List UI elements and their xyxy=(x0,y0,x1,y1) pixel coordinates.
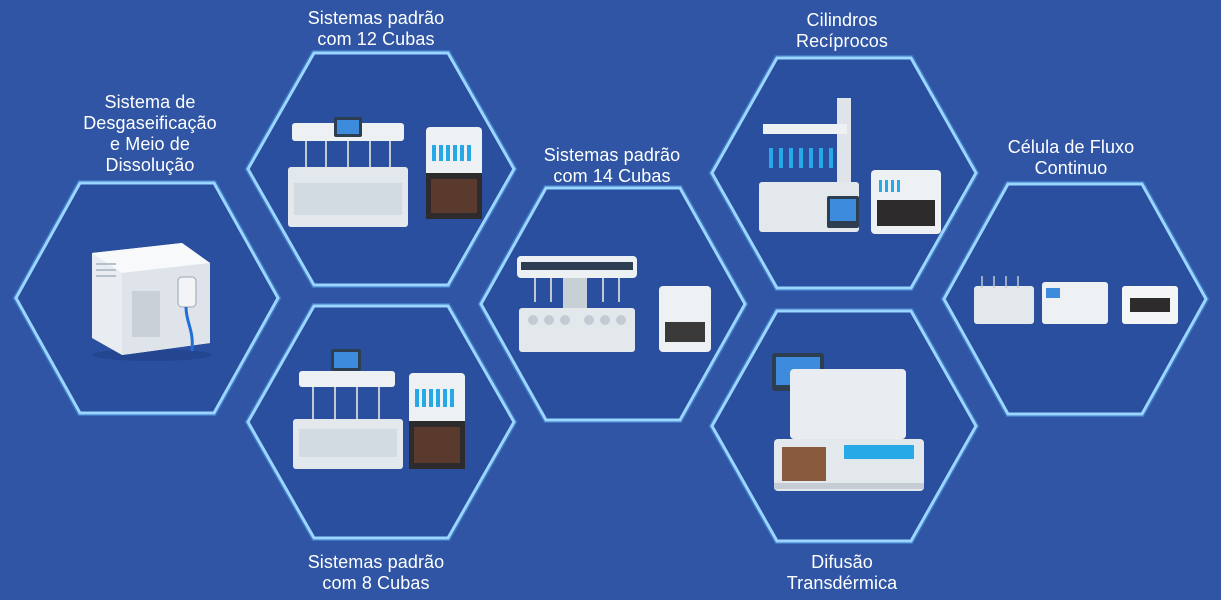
label-std12: Sistemas padrão com 12 Cubas xyxy=(307,8,445,49)
hex-transdermal[interactable] xyxy=(708,308,980,544)
transdermal-device-image xyxy=(772,353,924,491)
hex-std12[interactable] xyxy=(244,50,518,288)
label-flowcell: Célula de Fluxo Continuo xyxy=(1007,137,1135,178)
label-transdermal: Difusão Transdérmica xyxy=(786,552,898,593)
std12-device-image xyxy=(288,117,482,227)
hex-std14[interactable] xyxy=(477,185,749,423)
label-std14: Sistemas padrão com 14 Cubas xyxy=(543,145,681,186)
hex-degassing[interactable] xyxy=(12,180,282,416)
hex-outline xyxy=(477,185,749,423)
std14-device-image xyxy=(517,256,711,352)
reciprocating-device-image xyxy=(759,98,941,234)
degassing-device-image xyxy=(92,243,212,361)
label-reciprocating: Cilindros Recíprocos xyxy=(795,10,889,51)
flowcell-device-image xyxy=(974,276,1178,324)
hex-std8[interactable] xyxy=(244,303,518,541)
label-degassing: Sistema de Desgaseificação e Meio de Dis… xyxy=(83,92,217,175)
std8-device-image xyxy=(293,349,465,469)
label-std8: Sistemas padrão com 8 Cubas xyxy=(307,552,445,593)
hex-flowcell[interactable] xyxy=(940,181,1210,417)
hex-reciprocating[interactable] xyxy=(708,55,980,291)
